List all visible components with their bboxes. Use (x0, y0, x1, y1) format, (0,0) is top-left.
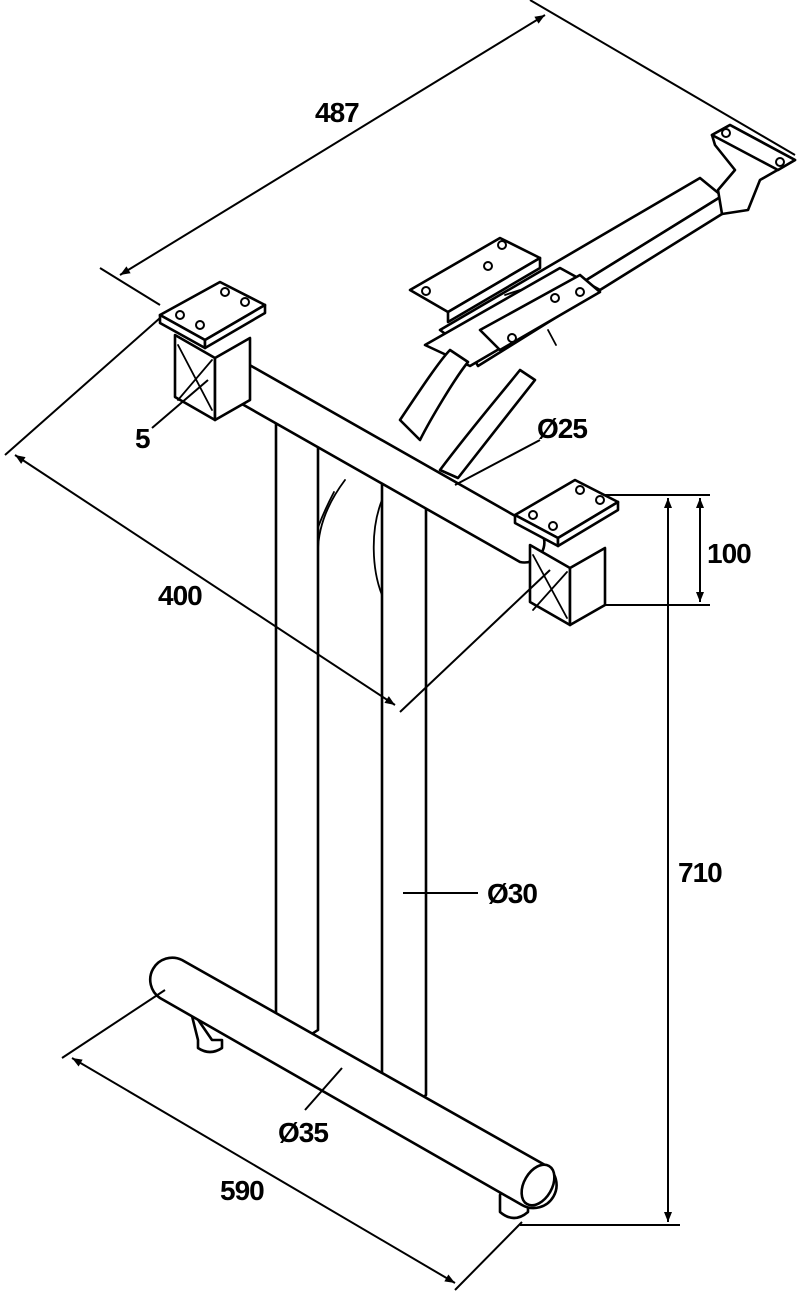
bolt-hole (220, 287, 230, 297)
dimension-lines (4, 0, 796, 1291)
bolt-hole (421, 286, 431, 296)
extension-line (61, 989, 166, 1059)
dimension-labels: 487 400 5 Ø25 100 710 Ø30 Ø35 590 (135, 97, 752, 1206)
left-bracket (158, 280, 267, 422)
front-column (380, 463, 428, 1107)
dim-590-line (71, 1057, 456, 1284)
label-100: 100 (707, 538, 751, 569)
left-plate-edge2 (203, 303, 267, 350)
left-bracket-cross (177, 344, 213, 411)
left-bracket-side (213, 336, 252, 422)
brace-right (438, 368, 537, 480)
extension-line (4, 317, 161, 456)
bolt-hole (497, 240, 507, 250)
foot-bar (148, 956, 558, 1220)
bolt-hole (548, 521, 558, 531)
hinge-plate (478, 273, 602, 352)
bolt-hole (595, 495, 605, 505)
bolt-hole (721, 128, 731, 138)
leader-d25 (454, 439, 541, 486)
dim-400-line (14, 454, 396, 706)
brace-left (398, 348, 470, 442)
label-710: 710 (678, 857, 722, 888)
dim-487-line (119, 14, 546, 276)
rear-bracket-plate (710, 123, 797, 172)
extension-line (454, 1221, 523, 1291)
right-bracket (513, 478, 620, 627)
bolt-hole (175, 310, 185, 320)
top-tube (206, 352, 546, 564)
bolt-hole (575, 287, 585, 297)
bolt-hole (528, 510, 538, 520)
rear-column (274, 418, 320, 1039)
columns (274, 418, 428, 1107)
rear-leveler (188, 1006, 224, 1054)
bolt-hole (775, 157, 785, 167)
label-d35: Ø35 (278, 1117, 328, 1148)
bolt-hole (575, 485, 585, 495)
label-400: 400 (158, 580, 202, 611)
extension-line (99, 267, 161, 306)
top-tube-body (206, 353, 546, 564)
label-5: 5 (135, 423, 150, 454)
bolt-hole (507, 333, 517, 343)
extension-line (529, 0, 796, 156)
label-d25: Ø25 (537, 413, 587, 444)
foot-bar-body (148, 956, 558, 1210)
foot-bar-end (520, 1163, 556, 1207)
extension-line (399, 569, 551, 713)
right-bracket-cross (532, 554, 568, 619)
label-590: 590 (220, 1175, 264, 1206)
right-bracket-side (568, 546, 607, 627)
bolt-hole (483, 261, 493, 271)
label-d30: Ø30 (487, 878, 537, 909)
right-plate-edge2 (556, 500, 620, 548)
hinge-pin (504, 289, 557, 346)
label-487: 487 (315, 97, 359, 128)
bolt-hole (240, 297, 250, 307)
leader-d35 (304, 1067, 343, 1111)
bolt-hole (195, 320, 205, 330)
bolt-hole (550, 293, 560, 303)
leader-5 (151, 379, 209, 429)
